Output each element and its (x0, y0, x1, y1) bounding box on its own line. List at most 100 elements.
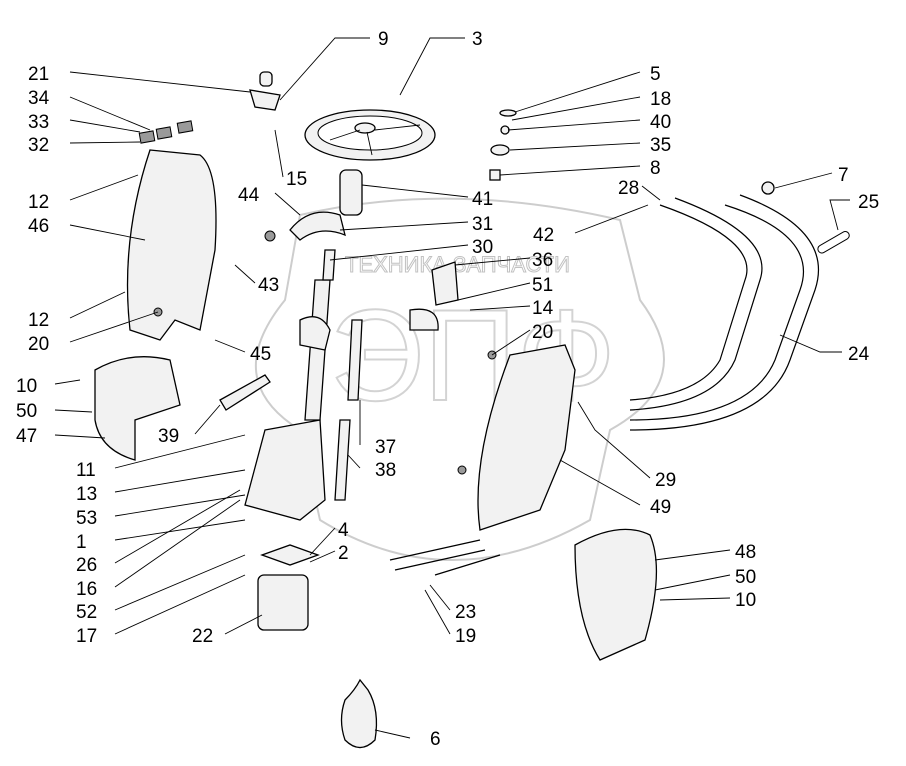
callout-number: 45 (250, 344, 271, 365)
leader-line (559, 459, 641, 506)
callout-number: 36 (532, 250, 553, 271)
leader-line (577, 401, 651, 479)
leader-line (114, 489, 241, 564)
leader-line (574, 204, 649, 234)
leader-line (424, 589, 451, 635)
parts (94, 71, 850, 749)
leader-line (54, 379, 81, 385)
leader-line (654, 574, 731, 591)
callout-number: 25 (858, 192, 879, 213)
leader-line (499, 165, 641, 176)
callout-number: 24 (848, 344, 870, 365)
leader-line (69, 119, 141, 133)
callout-number: 51 (532, 275, 553, 296)
leader-line (511, 96, 641, 121)
lower-left-cover (94, 356, 181, 461)
leader-line (829, 199, 850, 231)
leader-line (114, 519, 246, 541)
leader-line (234, 264, 256, 284)
callout-number: 37 (375, 437, 396, 458)
callout-number: 52 (76, 602, 97, 623)
callout-number: 1 (76, 532, 87, 553)
leader-line (309, 527, 336, 556)
leader-line (224, 614, 263, 635)
callout-number: 42 (533, 225, 554, 246)
callout-number: 7 (838, 165, 849, 186)
leader-line (194, 404, 221, 435)
leader-line (329, 244, 469, 261)
callout-number: 13 (76, 484, 97, 505)
leader-line (374, 729, 411, 739)
leader-line (69, 174, 139, 201)
leader-line (779, 334, 842, 353)
leader-line (514, 71, 641, 113)
callout-number: 12 (28, 192, 49, 213)
leader-line (457, 282, 531, 301)
leader-line (654, 549, 731, 561)
callout-number: 31 (472, 214, 493, 235)
leader-line (659, 597, 731, 601)
leader-line (347, 454, 361, 469)
leader-line (114, 434, 246, 469)
leader-line (54, 409, 93, 413)
leader-line (509, 142, 641, 151)
hydraulic-pump (257, 574, 309, 631)
leader-line (114, 574, 246, 635)
callout-number: 53 (76, 508, 97, 529)
callout-number: 26 (76, 555, 97, 576)
callout-number: 8 (650, 158, 661, 179)
sleeve (339, 169, 363, 216)
callout-number: 46 (28, 216, 49, 237)
callout-number: 5 (650, 64, 661, 85)
leader-line (69, 71, 251, 93)
fastener-bag (340, 678, 378, 749)
callout-number: 50 (16, 401, 37, 422)
steering-column (304, 279, 331, 421)
callout-number: 18 (650, 89, 671, 110)
callout-number: 29 (655, 470, 676, 491)
callout-number: 32 (28, 135, 49, 156)
callout-number: 20 (28, 334, 49, 355)
callout-number: 11 (76, 460, 96, 481)
callout-number: 48 (735, 542, 756, 563)
hoses (389, 194, 820, 576)
leader-line (507, 119, 641, 131)
leader-line (774, 172, 833, 189)
leader-line (214, 339, 246, 353)
leader-line (114, 494, 246, 517)
callout-number: 34 (28, 88, 50, 109)
leader-line (309, 550, 336, 563)
leader-line (274, 192, 301, 216)
leader-line (279, 37, 370, 101)
right-panel (477, 344, 576, 531)
callout-number: 4 (338, 520, 349, 541)
callout-number: 40 (650, 112, 671, 133)
leader-line (69, 141, 141, 144)
callout-number: 35 (650, 135, 671, 156)
callout-number: 44 (238, 185, 260, 206)
leader-line (114, 554, 246, 611)
leader-line (339, 221, 469, 231)
leader-line (69, 311, 159, 343)
callout-number: 20 (532, 322, 553, 343)
callout-number: 17 (76, 626, 97, 647)
leader-line (399, 37, 465, 96)
watermark-logo: ЭПФ (330, 282, 616, 428)
callout-number: 10 (16, 376, 37, 397)
callout-number: 3 (472, 29, 483, 50)
leader-line (114, 499, 241, 588)
leader-line (69, 291, 126, 319)
callout-number: 49 (650, 497, 671, 518)
callout-number: 23 (455, 602, 476, 623)
callout-number: 41 (472, 189, 493, 210)
callout-number: 12 (28, 310, 49, 331)
leader-line (469, 305, 531, 311)
callout-number: 14 (532, 298, 554, 319)
leader-line (69, 224, 146, 241)
callout-number: 2 (338, 543, 349, 564)
leader-line (69, 96, 151, 131)
leader-line (361, 184, 469, 198)
